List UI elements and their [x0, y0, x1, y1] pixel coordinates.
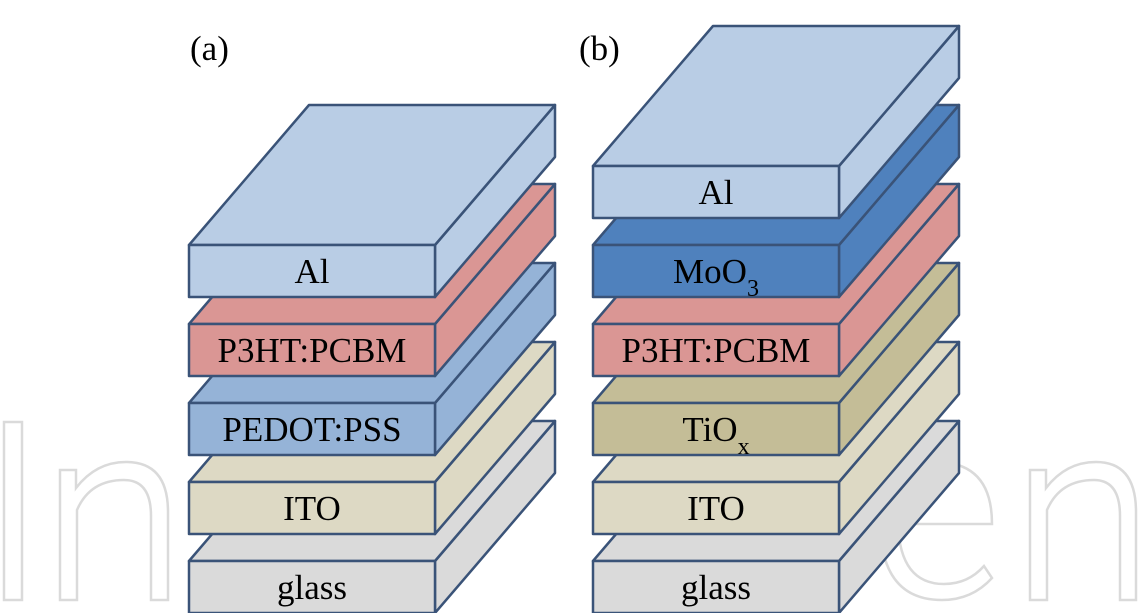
- layer-front-face: [187, 559, 437, 613]
- layer-label: ITO: [687, 489, 745, 528]
- layer-front-face: [591, 480, 841, 536]
- layer-front-face: [187, 322, 437, 378]
- layer-front-face: [591, 322, 841, 378]
- device-stack-a: glass ITO PEDOT:PSS P3HT:PCBM Al: [187, 103, 557, 613]
- watermark-logo: [2, 420, 1138, 602]
- layer-label: ITO: [283, 489, 341, 528]
- layer-al: Al: [591, 24, 961, 220]
- layer-label: P3HT:PCBM: [218, 331, 407, 370]
- layer-label: Al: [699, 173, 734, 212]
- layer-label: TiOx: [682, 410, 749, 460]
- panel-label-b: (b): [579, 29, 620, 68]
- layer-front-face: [187, 480, 437, 536]
- layer-al: Al: [187, 103, 557, 299]
- layer-front-face: [591, 164, 841, 220]
- layer-label: PEDOT:PSS: [222, 410, 401, 449]
- layer-label: MoO3: [673, 252, 759, 302]
- layer-front-face: [187, 243, 437, 299]
- layer-label: P3HT:PCBM: [622, 331, 811, 370]
- layer-front-face: [187, 401, 437, 457]
- layer-front-face: [591, 559, 841, 613]
- layer-front-face: [591, 401, 841, 457]
- layer-label: glass: [681, 568, 751, 607]
- panel-label-a: (a): [190, 29, 229, 68]
- layer-label: Al: [295, 252, 330, 291]
- device-stack-b: glass ITO TiOx P3HT:PCBM MoO3 Al: [591, 24, 961, 613]
- layer-label: glass: [277, 568, 347, 607]
- layer-front-face: [591, 243, 841, 299]
